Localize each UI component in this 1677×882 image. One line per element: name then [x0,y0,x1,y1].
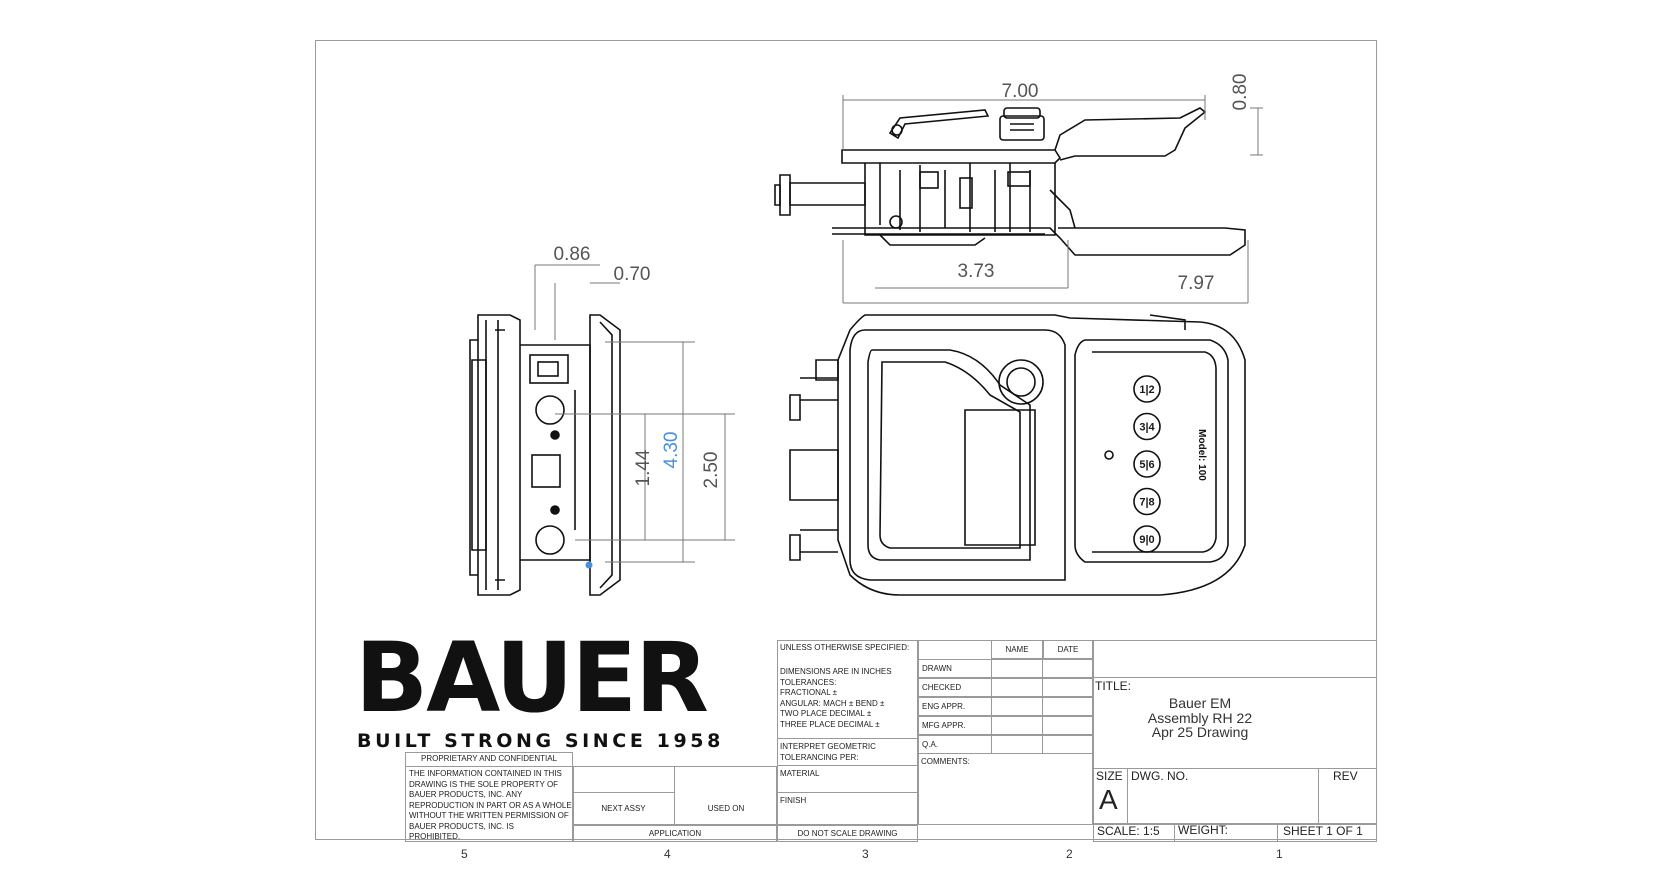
sheet-label: SHEET 1 OF 1 [1283,824,1363,838]
dim-top-width: 7.00 [1002,81,1039,102]
keypad-button-label: 3|4 [1139,422,1155,434]
checked-row: CHECKED [918,678,1093,697]
dim-side-depth-b: 0.70 [614,264,651,285]
zone-2: 2 [1066,847,1073,861]
keypad-button-label: 5|6 [1139,459,1154,471]
dwg-no-cell: DWG. NO. [1128,768,1319,823]
comments-label: COMMENTS: [921,757,970,766]
used-on-label: USED ON [707,804,745,813]
keypad-button-1 [1133,375,1161,403]
sheet-border [315,40,1377,840]
mfg-appr-row: MFG APPR. [918,716,1093,735]
keypad: 1|2 3|4 5|6 7|8 9|0 [1133,375,1161,553]
next-assy-top [573,766,675,793]
scale-label: SCALE: 1:5 [1097,824,1160,838]
title-top-spacer [1093,640,1377,678]
proprietary-divider [405,766,573,767]
qa-row: Q.A. [918,735,1093,754]
zone-3: 3 [862,847,869,861]
title-label: TITLE: [1095,679,1132,693]
date-header: DATE [1043,640,1093,659]
keypad-button-4 [1133,487,1161,516]
application-cell: APPLICATION [573,825,777,842]
front-view [789,314,1246,596]
scale-row [1093,823,1377,842]
application-grid [573,766,777,825]
dimensions-note: DIMENSIONS ARE IN INCHES TOLERANCES: FRA… [780,667,892,729]
side-view [469,314,621,596]
drawing-title: Bauer EM Assembly RH 22 Apr 25 Drawing [1147,695,1253,740]
zone-5: 5 [461,847,468,861]
dim-side-height-b: 2.50 [701,452,722,489]
dim-top-height: 0.80 [1230,74,1251,111]
size-cell: SIZE A [1093,768,1128,823]
bauer-tagline: BUILT STRONG SINCE 1958 [357,730,724,752]
bauer-logo: BAUER [355,622,709,734]
material-label: MATERIAL [780,769,820,778]
proprietary-text: THE INFORMATION CONTAINED IN THIS DRAWIN… [409,769,572,841]
do-not-scale-cell: DO NOT SCALE DRAWING [777,825,918,842]
eng-appr-row: ENG APPR. [918,697,1093,716]
dim-top-overall: 7.97 [1178,273,1215,294]
keypad-button-label: 1|2 [1139,384,1154,396]
dim-side-height-total: 4.30 [661,432,682,469]
next-assy-cell: NEXT ASSY [573,793,675,825]
dim-top-mid: 3.73 [958,261,995,282]
rev-cell: REV [1319,768,1377,823]
keypad-button-2 [1133,412,1161,441]
keypad-label: Model: 100 [1196,429,1207,481]
unless-note: UNLESS OTHERWISE SPECIFIED: [780,643,910,652]
keypad-button-label: 9|0 [1139,534,1154,546]
title-area [1093,640,1377,825]
dim-side-height-a: 1.44 [633,449,654,486]
keypad-button-5 [1133,525,1161,553]
weight-cell: WEIGHT: [1174,823,1278,842]
keypad-button-label: 7|8 [1139,497,1154,509]
zone-4: 4 [664,847,671,861]
drawn-row: DRAWN [918,659,1093,678]
top-view [774,107,1246,256]
proprietary-title: PROPRIETARY AND CONFIDENTIAL [420,754,558,763]
zone-1: 1 [1276,847,1283,861]
finish-cell: FINISH [777,792,918,825]
keypad-button-3 [1133,450,1161,478]
proprietary-block [405,752,573,842]
name-header: NAME [991,640,1043,659]
name-column [991,659,1043,754]
dim-side-depth-a: 0.86 [554,244,591,265]
